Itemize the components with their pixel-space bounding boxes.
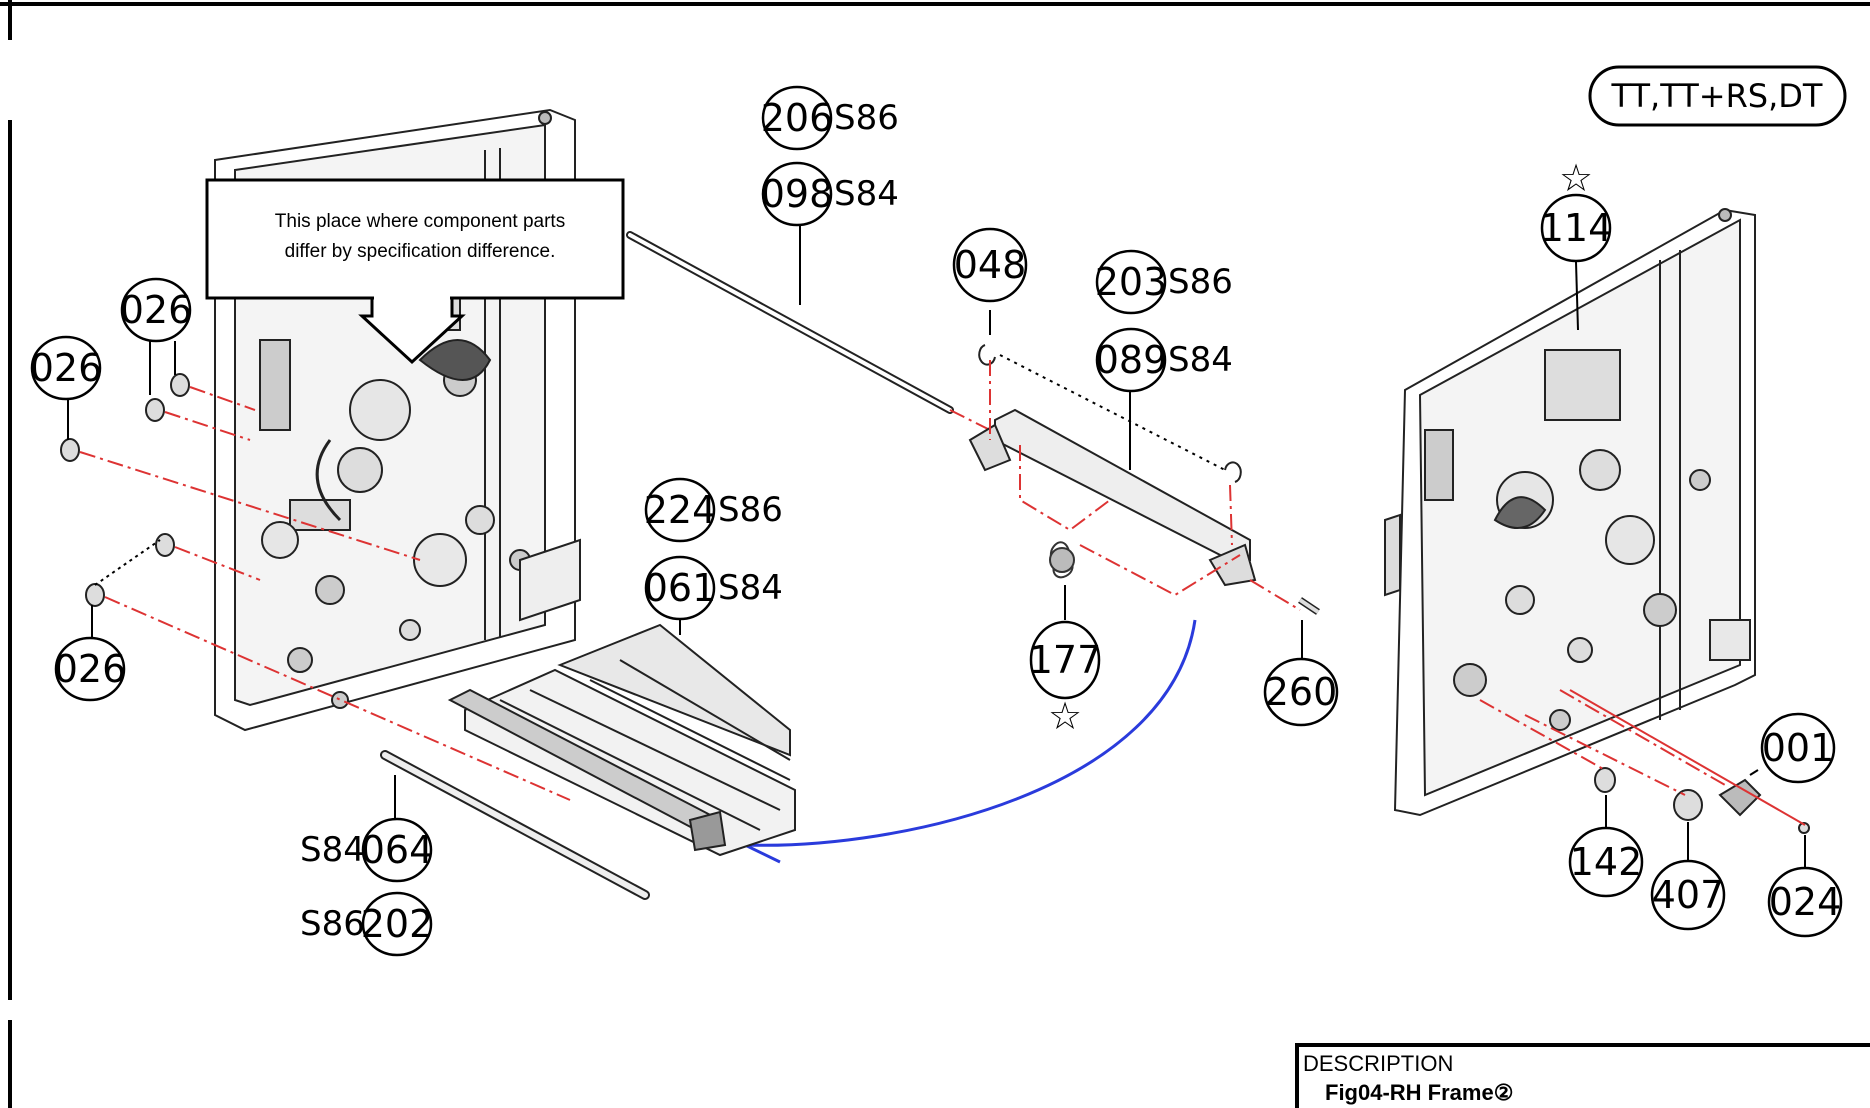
svg-text:177: 177: [1029, 638, 1102, 682]
star-177: ☆: [1048, 694, 1082, 738]
svg-text:026: 026: [54, 647, 127, 691]
svg-text:206: 206: [761, 96, 834, 140]
svg-text:026: 026: [30, 346, 103, 390]
blue-arrow: [741, 619, 1197, 864]
svg-text:260: 260: [1265, 670, 1338, 714]
svg-text:024: 024: [1769, 880, 1842, 924]
svg-text:048: 048: [954, 243, 1027, 287]
svg-text:026: 026: [120, 288, 193, 332]
part-label-407: 407: [1650, 859, 1726, 931]
part-label-098: 098 S84: [761, 161, 899, 227]
part-label-001: 001: [1760, 712, 1836, 784]
description-block: DESCRIPTION Fig04-RH Frame②: [1295, 1043, 1870, 1108]
part-label-089: 089 S84: [1095, 327, 1233, 393]
screw-dotted-line: [94, 539, 161, 586]
bracket-leaders: [989, 360, 1301, 611]
e-rings: [978, 344, 1242, 483]
svg-text:S86: S86: [834, 98, 899, 138]
red-solid-line: [1569, 689, 1806, 826]
description-header: DESCRIPTION: [1303, 1051, 1453, 1076]
right-frame-drawing: [1384, 208, 1756, 817]
callout-box: [205, 178, 625, 300]
svg-text:089: 089: [1095, 338, 1168, 382]
part-label-202: S86 202: [300, 891, 434, 957]
callout-arrow: [358, 296, 466, 365]
svg-text:407: 407: [1652, 873, 1725, 917]
screw-leader-lines: [79, 386, 571, 801]
svg-text:S84: S84: [718, 568, 783, 608]
svg-text:224: 224: [644, 488, 717, 532]
bracket: [968, 345, 1257, 587]
star-114: ☆: [1559, 156, 1593, 200]
svg-text:064: 064: [361, 828, 434, 872]
part-label-026-a: 026: [120, 277, 193, 343]
part-label-142: 142: [1568, 826, 1644, 898]
part-label-061: 061 S84: [644, 555, 783, 621]
svg-text:S84: S84: [834, 174, 899, 214]
part-label-026-b: 026: [30, 335, 103, 401]
spec-label-badge: TT,TT+RS,DT: [1588, 65, 1847, 127]
part-label-024: 024: [1767, 866, 1843, 938]
part-label-048: 048: [952, 227, 1028, 303]
svg-text:114: 114: [1540, 206, 1613, 250]
bracket-dotted-line: [999, 354, 1226, 471]
screws-left: [60, 373, 190, 607]
part-label-064: S84 064: [300, 817, 434, 883]
svg-text:203: 203: [1095, 260, 1168, 304]
svg-text:S86: S86: [1168, 262, 1233, 302]
spec-label-text: TT,TT+RS,DT: [1611, 77, 1823, 115]
shaft-bottom: [380, 750, 650, 900]
description-title: Fig04-RH Frame②: [1325, 1080, 1513, 1105]
svg-text:S86: S86: [300, 904, 365, 944]
svg-text:061: 061: [644, 566, 717, 610]
part-label-224: 224 S86: [644, 477, 783, 543]
right-leader-lines: [1479, 689, 1726, 796]
part-label-026-c: 026: [54, 636, 127, 702]
part-label-260: 260: [1263, 657, 1339, 727]
svg-text:202: 202: [361, 902, 434, 946]
pin-260: [1298, 597, 1320, 660]
svg-text:S84: S84: [1168, 340, 1233, 380]
part-label-114: ☆ 114: [1540, 156, 1613, 263]
svg-text:S84: S84: [300, 830, 365, 870]
leader-114: [1575, 261, 1579, 331]
callout-line-2: differ by specification difference.: [285, 241, 556, 262]
svg-text:142: 142: [1570, 840, 1643, 884]
right-black-leaders: [1605, 769, 1806, 870]
part-label-203: 203 S86: [1095, 249, 1233, 315]
spring: [1049, 541, 1075, 579]
part-label-206: 206 S86: [761, 85, 899, 151]
shaft-top-leader: [949, 409, 1011, 441]
paper-guide: [447, 623, 796, 857]
svg-text:098: 098: [761, 172, 834, 216]
svg-text:001: 001: [1762, 726, 1835, 770]
svg-text:S86: S86: [718, 490, 783, 530]
right-small-parts: [1594, 767, 1810, 834]
spec-difference-callout: This place where component parts differ …: [205, 178, 625, 365]
callout-line-1: This place where component parts: [275, 211, 565, 232]
part-label-177: 177 ☆: [1029, 620, 1102, 738]
